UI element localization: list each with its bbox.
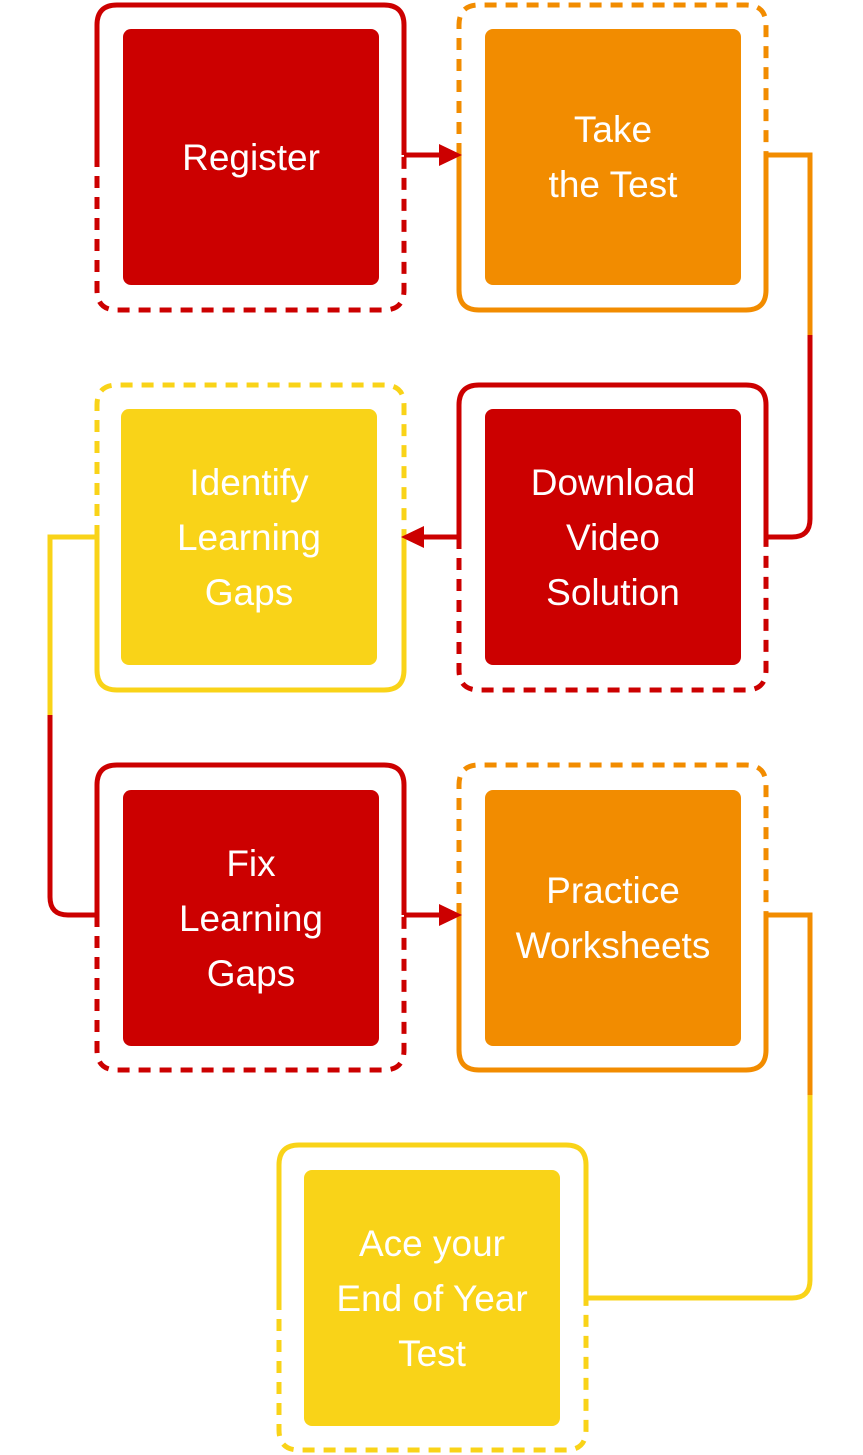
frame-ace-dashed (276, 1298, 589, 1453)
connector-practice-to-ace-b (586, 1095, 813, 1301)
frame-register-dashed (94, 155, 407, 313)
step-identify-line-2: Learning (176, 516, 321, 558)
step-fix-line-2: Learning (178, 897, 323, 939)
arrowhead-left-1 (401, 526, 424, 548)
frame-identify-dashed (94, 382, 407, 537)
step-practice-worksheets: Practice Worksheets (485, 790, 741, 1046)
step-fix-line-3: Gaps (206, 952, 296, 994)
frame-fix-solid (94, 762, 407, 915)
step-take-test: Take the Test (485, 29, 741, 285)
step-download-line-3: Solution (546, 571, 680, 613)
step-ace-end-of-year-test: Ace your End of Year Test (304, 1170, 560, 1426)
step-ace-line-1: Ace your (358, 1222, 505, 1264)
step-take-test-line-2: the Test (548, 164, 678, 205)
connector-test-to-download-a (766, 152, 813, 335)
step-ace-line-2: End of Year (336, 1277, 528, 1319)
step-download-line-1: Download (530, 461, 696, 503)
step-identify-learning-gaps: Identify Learning Gaps (121, 409, 377, 665)
step-register-label: Register (182, 136, 320, 178)
frame-practice-solid (456, 915, 769, 1073)
step-download-line-2: Video (566, 516, 660, 558)
connector-identify-to-fix-a (47, 534, 97, 715)
frame-practice-dashed (456, 762, 769, 915)
step-identify-line-3: Gaps (204, 571, 294, 613)
frame-register-solid (94, 2, 407, 155)
step-identify-line-1: Identify (189, 461, 309, 503)
frame-identify-solid (94, 537, 407, 693)
step-take-test-line-1: Take (573, 109, 653, 150)
frame-ace-solid (276, 1142, 589, 1298)
step-download-video-solution: Download Video Solution (485, 409, 741, 665)
frame-take-test-solid (456, 155, 769, 313)
connector-identify-to-fix-b (47, 715, 97, 918)
frame-fix-dashed (94, 915, 407, 1073)
connector-test-to-download-b (766, 335, 813, 540)
step-fix-line-1: Fix (226, 842, 276, 884)
step-register: Register (123, 29, 379, 285)
frame-download-solid (456, 382, 769, 537)
connector-practice-to-ace-a (766, 912, 813, 1095)
step-practice-line-1: Practice (546, 870, 680, 911)
step-ace-line-3: Test (398, 1332, 466, 1374)
step-practice-line-2: Worksheets (515, 925, 711, 966)
step-fix-learning-gaps: Fix Learning Gaps (123, 790, 379, 1046)
frame-take-test-dashed (456, 2, 769, 155)
arrowhead-right-2 (439, 904, 462, 926)
frame-download-dashed (456, 537, 769, 693)
arrowhead-right-1 (439, 144, 462, 166)
